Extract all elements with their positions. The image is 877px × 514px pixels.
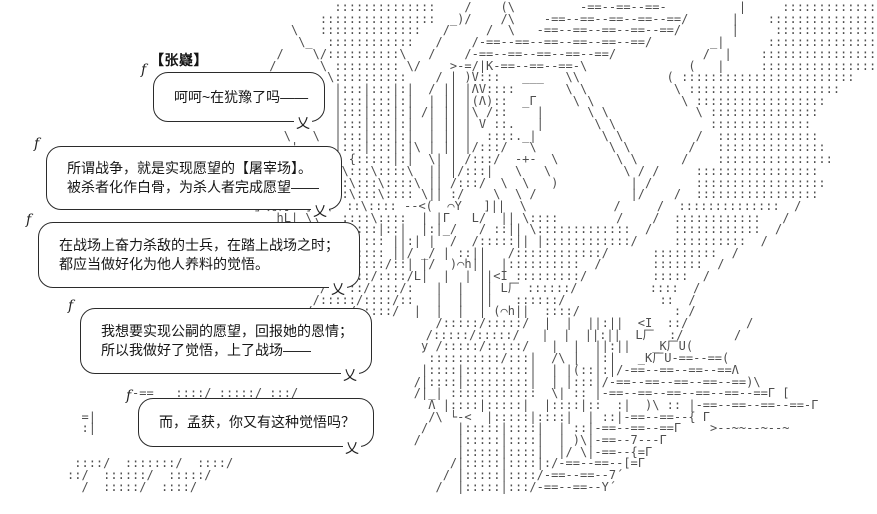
speech-bubble-2: f 所谓战争，就是实现愿望的【屠宰场】。 被杀者化作白骨，为杀人者完成愿望—— … bbox=[34, 137, 342, 218]
bubble-corner-glyph: f bbox=[68, 298, 74, 314]
bubble-tail-glyph: 乂 bbox=[311, 203, 329, 219]
dialogue-text-line: 而，孟获，你又有这种觉悟吗？ bbox=[159, 414, 355, 430]
bubble-tail-glyph: 乂 bbox=[341, 367, 359, 383]
bubble-corner-glyph: f bbox=[141, 62, 147, 78]
bubble-tail-glyph: 乂 bbox=[294, 115, 312, 131]
dialogue-text-line: 所谓战争，就是实现愿望的【屠宰场】。 bbox=[67, 160, 312, 176]
dialogue-text-line: 所以我做好了觉悟，上了战场—— bbox=[101, 342, 311, 358]
dialogue-text-line: 我想要实现公嗣的愿望，回报她的恩情； bbox=[101, 323, 353, 339]
bubble-tail-glyph: 乂 bbox=[343, 440, 361, 456]
speech-bubble-4: f 我想要实现公嗣的愿望，回报她的恩情； 所以我做好了觉悟，上了战场—— 乂 bbox=[68, 299, 372, 382]
bubble-corner-glyph: f bbox=[126, 388, 132, 404]
dialogue-text-line: 都应当做好化为他人养料的觉悟。 bbox=[59, 256, 269, 272]
dialogue-text-line: 被杀者化作白骨，为杀人者完成愿望—— bbox=[67, 179, 319, 195]
speech-bubble-3: f 在战场上奋力杀敌的士兵，在踏上战场之时； 都应当做好化为他人养料的觉悟。 乂 bbox=[26, 213, 360, 296]
bubble-corner-glyph: f bbox=[26, 212, 32, 228]
speech-bubble-5: f 而，孟获，你又有这种觉悟吗？ 乂 bbox=[126, 389, 374, 455]
speaker-name-label: 【张嶷】 bbox=[150, 52, 208, 68]
bubble-corner-glyph: f bbox=[34, 136, 40, 152]
dialogue-text-line: 在战场上奋力杀敌的士兵，在踏上战场之时； bbox=[59, 237, 339, 253]
dialogue-text-line: 呵呵~在犹豫了吗—— bbox=[174, 88, 309, 105]
bubble-tail-glyph: 乂 bbox=[329, 281, 347, 297]
speech-bubble-1: f 呵呵~在犹豫了吗—— 乂 bbox=[141, 63, 325, 130]
